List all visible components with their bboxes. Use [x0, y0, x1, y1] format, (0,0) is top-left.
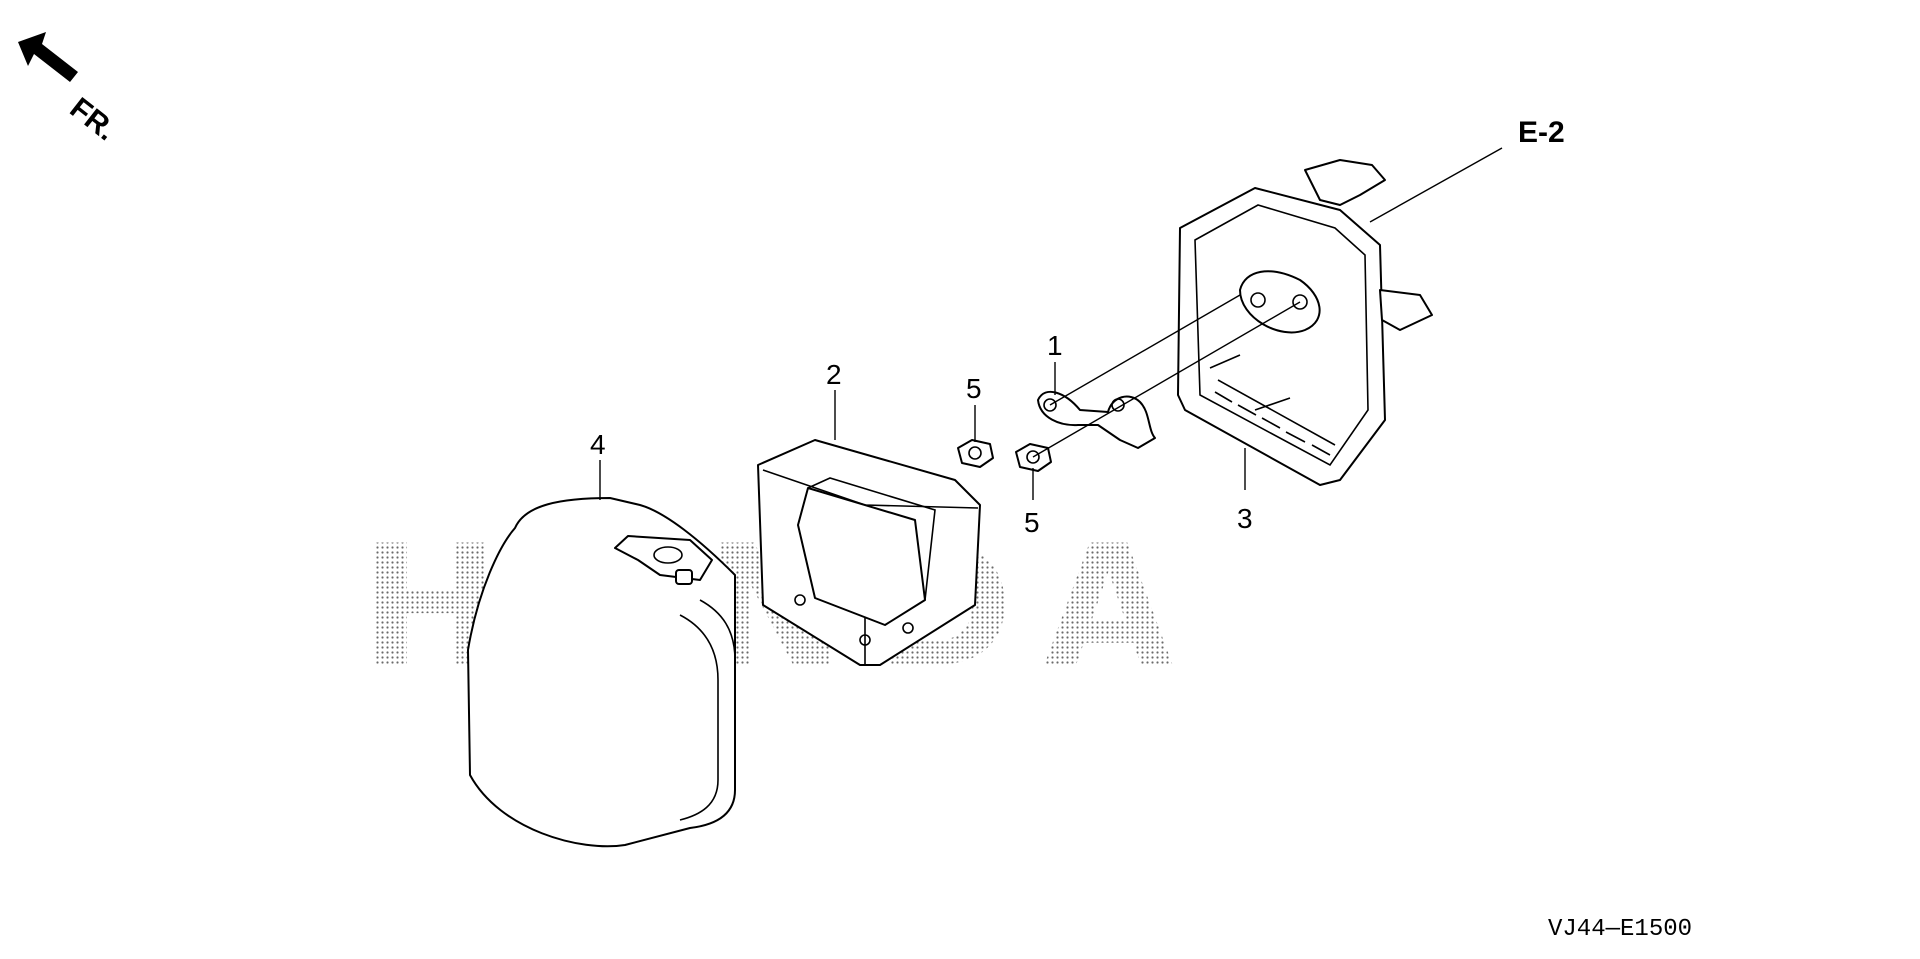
callout-5-upper: 5 — [966, 373, 982, 404]
callout-4: 4 — [590, 429, 606, 460]
callout-5-lower: 5 — [1024, 507, 1040, 538]
reference-leader-line — [1369, 147, 1503, 223]
air-cleaner-case-part — [1177, 159, 1433, 486]
front-direction-label: FR. — [64, 92, 122, 148]
reference-e2-label: E-2 — [1518, 116, 1565, 149]
assembly-axis-lower — [1032, 301, 1301, 458]
callout-2: 2 — [826, 359, 842, 390]
callout-1: 1 — [1047, 330, 1063, 361]
air-cleaner-element-part — [757, 439, 981, 666]
front-direction-arrow-icon — [18, 32, 78, 82]
assembly-axis-upper — [1049, 294, 1241, 406]
flange-nut-part-a — [957, 439, 994, 468]
diagram-code: VJ44—E1500 — [1548, 916, 1692, 943]
callout-3: 3 — [1237, 503, 1253, 534]
air-cleaner-cover-part — [467, 497, 736, 848]
